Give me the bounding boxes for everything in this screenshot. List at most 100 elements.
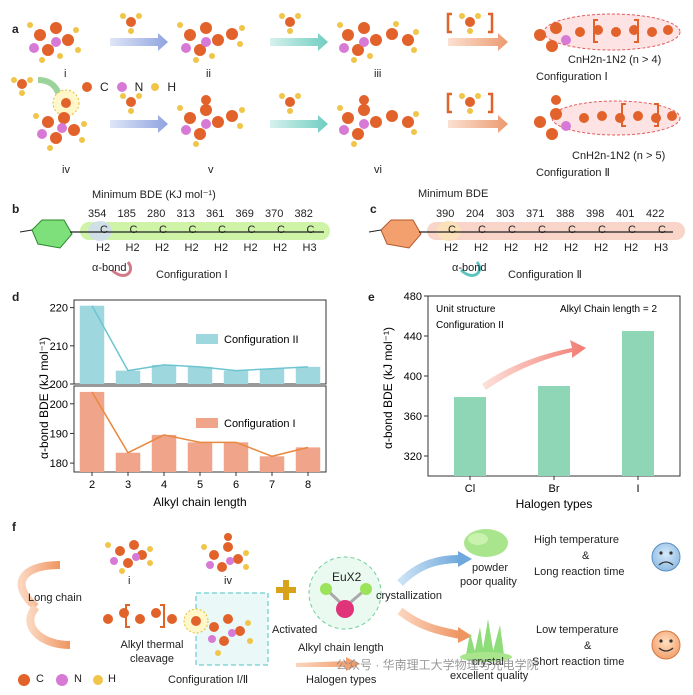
config1-name: Configuration Ⅰ (536, 71, 608, 83)
ytick-label-1-1: 190 (50, 428, 68, 440)
f-amp-1: & (582, 550, 590, 562)
f-crystal: crystal (472, 656, 504, 668)
molecule-ii (177, 22, 245, 63)
f-long-chain: Long chain (28, 592, 82, 604)
ytick-label-e-0: 320 (404, 451, 422, 463)
b-chain-carbon-0: C (100, 224, 108, 236)
watermark: 公众号 · 华南理工大学物理与光电学院 (336, 658, 539, 672)
b-bde-value-4: 361 (206, 208, 225, 220)
c-chain-carbon-5: C (598, 224, 606, 236)
panel-c-structure (368, 219, 685, 277)
c-chain-carbon-3: C (538, 224, 546, 236)
panel-c-alpha: α-bond (452, 262, 487, 274)
panel-label-f: f (12, 520, 16, 534)
f-long-time: Long reaction time (534, 566, 625, 578)
molecule-vi (337, 95, 419, 147)
b-chain-carbon-1: C (129, 224, 138, 236)
b-chain-hydrogen-7: H3 (302, 242, 317, 254)
bar-0-1 (115, 370, 141, 384)
ytick-label-e-2: 400 (404, 371, 422, 383)
config1-formula: CnH2n-1N2 (n > 4) (568, 54, 662, 66)
b-bde-value-2: 280 (147, 208, 166, 220)
molecule-iii (337, 21, 419, 63)
c-bde-value-2: 303 (496, 208, 515, 220)
label-ii: ii (206, 68, 211, 80)
xtick-label-6: 8 (305, 479, 311, 491)
xtick-label-e-2: I (636, 483, 639, 495)
annotation-chain: Alkyl Chain length = 2 (560, 304, 657, 315)
c-chain-carbon-0: C (448, 224, 456, 236)
bar-1-6 (295, 447, 321, 472)
f-label-i: i (128, 575, 131, 587)
c-bde-value-0: 390 (436, 208, 455, 220)
panel-label-e: e (368, 290, 375, 304)
f-excellent-quality: excellent quality (450, 670, 529, 682)
c-chain-hydrogen-3: H2 (534, 242, 549, 254)
c-bde-value-7: 422 (646, 208, 665, 220)
y-axis-label: α-bond BDE (kJ mol⁻¹) (37, 337, 51, 459)
xtick-label-e-1: Br (549, 483, 560, 495)
c-chain-carbon-1: C (478, 224, 486, 236)
c-chain-hydrogen-0: H2 (444, 242, 459, 254)
arrow-2 (270, 33, 328, 51)
ytick-label-e-3: 440 (404, 331, 422, 343)
panel-label-c: c (370, 202, 377, 216)
c-bde-value-6: 401 (616, 208, 635, 220)
b-bde-value-7: 382 (294, 208, 313, 220)
panel-b-structure (19, 219, 330, 277)
carbon-dot-icon (82, 82, 92, 92)
atom-legend-a: C N H (82, 80, 176, 94)
ch3-fragment-left (11, 77, 33, 96)
xtick-label-0: 2 (89, 479, 95, 491)
y-axis-label-e: α-bond BDE (kJ mol⁻¹) (381, 327, 395, 449)
ytick-label-1-0: 180 (50, 458, 68, 470)
c-chain-carbon-6: C (628, 224, 636, 236)
f-legend-n: N (74, 673, 82, 685)
config2-formula: CnH2n-1N2 (n > 5) (572, 150, 666, 162)
bar-0-3 (187, 366, 213, 384)
x-axis-label: Alkyl chain length (153, 495, 246, 509)
molecule-config2 (534, 95, 677, 140)
bar-e-2 (622, 331, 654, 476)
c-chain-hydrogen-7: H3 (654, 242, 669, 254)
f-eux: EuX2 (332, 570, 362, 584)
b-bde-value-0: 354 (88, 208, 107, 220)
config2-name: Configuration Ⅱ (536, 167, 610, 179)
bar-0-5 (259, 368, 285, 384)
molecule-v (177, 95, 245, 147)
bar-1-1 (115, 452, 141, 472)
arrow-1 (110, 33, 168, 51)
b-bde-value-5: 369 (235, 208, 254, 220)
xtick-label-e-0: Cl (465, 483, 475, 495)
c-bde-value-3: 371 (526, 208, 545, 220)
c-chain-hydrogen-2: H2 (504, 242, 519, 254)
c-chain-carbon-7: C (658, 224, 666, 236)
f-short-time: Short reaction time (532, 656, 625, 668)
xtick-label-4: 6 (233, 479, 239, 491)
c-chain-carbon-2: C (508, 224, 516, 236)
c-chain-hydrogen-6: H2 (624, 242, 639, 254)
panel-b-title: Minimum BDE (KJ mol⁻¹) (92, 189, 216, 201)
label-iv: iv (62, 164, 70, 176)
legend-c: C (100, 80, 109, 94)
ytick-label-e-4: 480 (404, 291, 422, 303)
panel-c-title: Minimum BDE (418, 188, 489, 200)
b-chain-hydrogen-0: H2 (96, 242, 111, 254)
annotation-config: Configuration II (436, 320, 504, 331)
c-bde-value-1: 204 (466, 208, 485, 220)
c-chain-hydrogen-5: H2 (594, 242, 609, 254)
f-legend-h: H (108, 673, 116, 685)
legend-n: N (134, 80, 144, 94)
nitrogen-dot-icon (116, 82, 127, 92)
f-poor-quality: poor quality (460, 576, 517, 588)
b-chain-hydrogen-5: H2 (243, 242, 258, 254)
b-bde-value-3: 313 (176, 208, 195, 220)
panel-f-scheme (17, 529, 681, 686)
hydrogen-dot-icon (151, 83, 160, 91)
f-high-temp: High temperature (534, 534, 619, 546)
label-v: v (208, 164, 214, 176)
b-chain-carbon-2: C (159, 224, 167, 236)
